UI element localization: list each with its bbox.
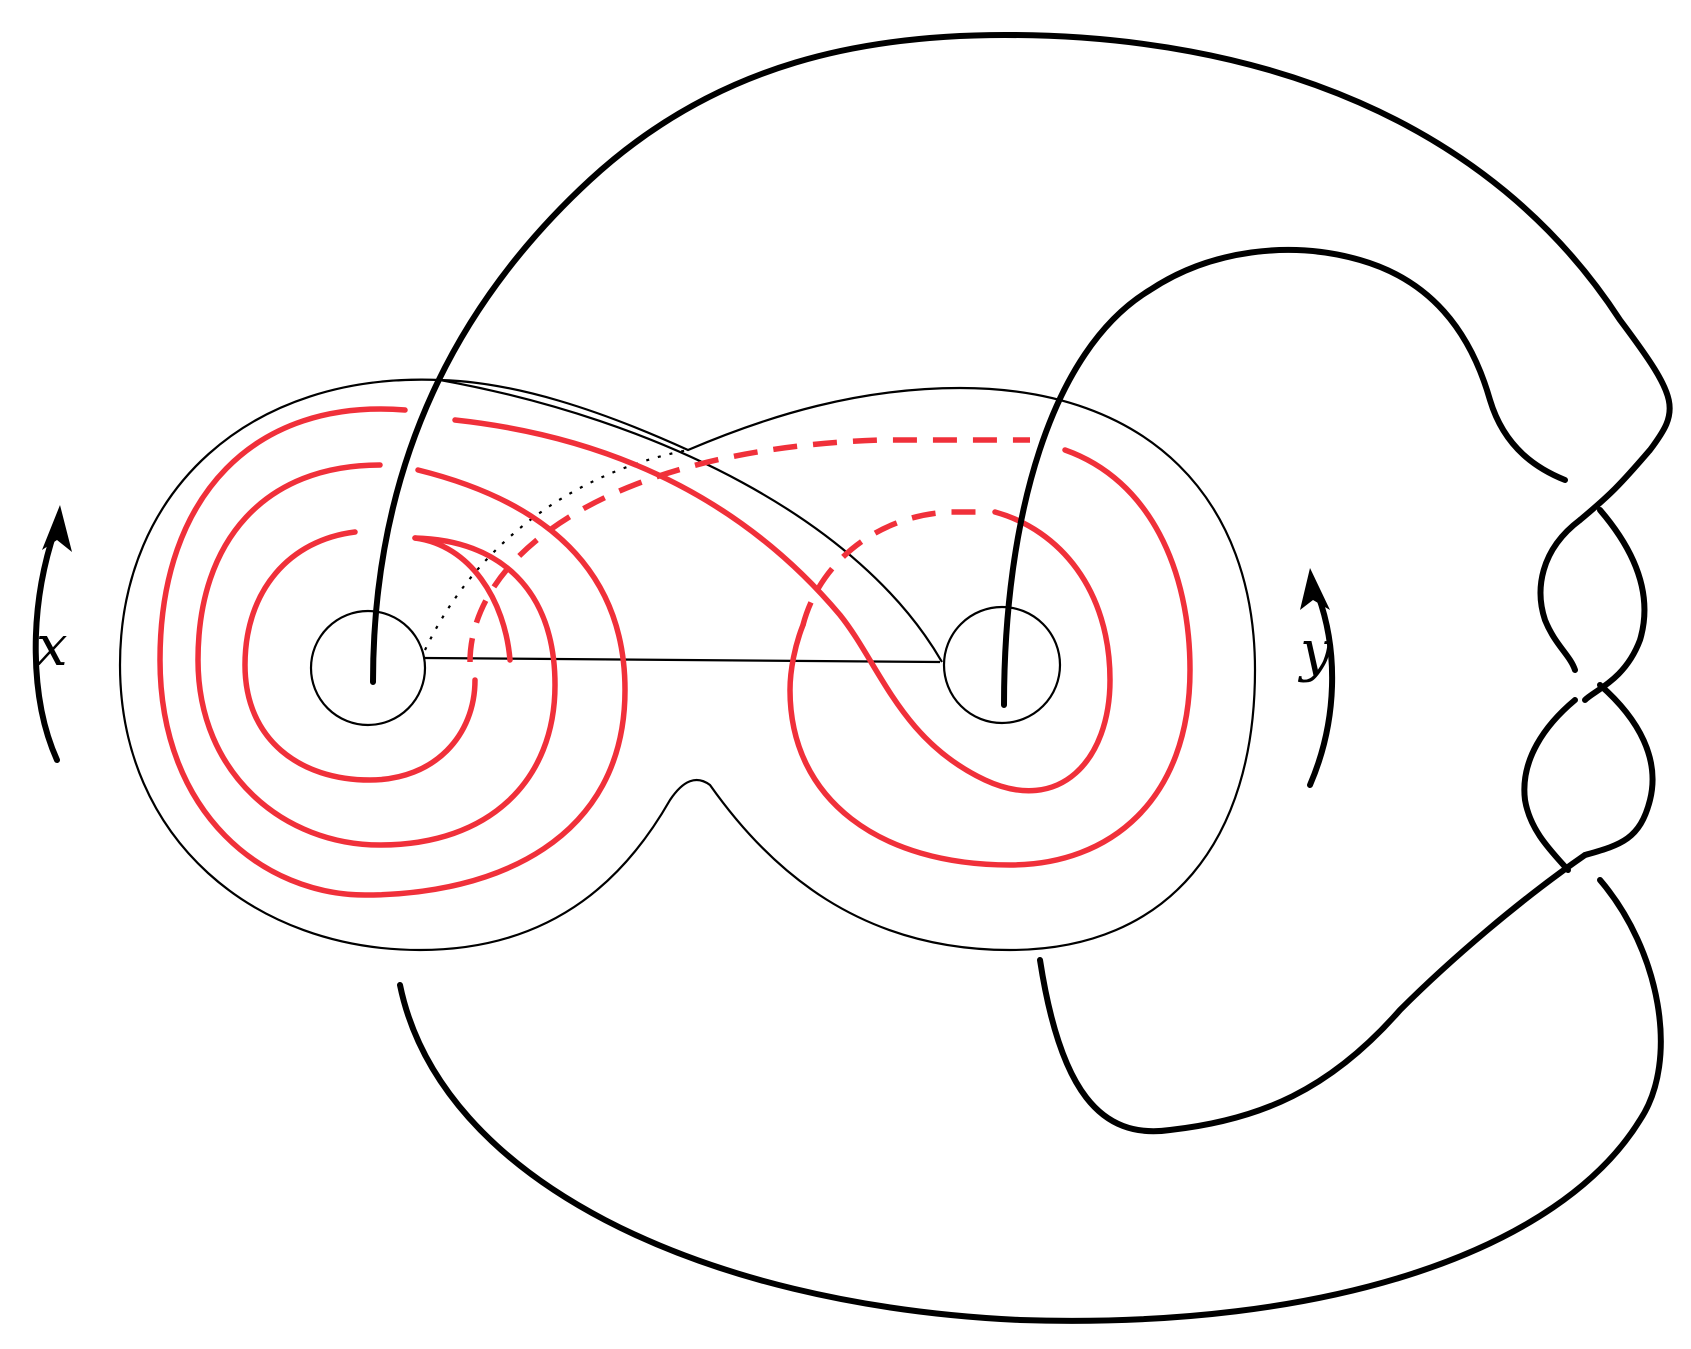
right-hole <box>942 605 1062 725</box>
strand-lower-diagonal <box>1037 852 1588 1135</box>
red-curves <box>157 406 1193 898</box>
knot-strands <box>370 31 1673 1324</box>
red-dashed-outer <box>467 437 1030 663</box>
arrow-x-group: x <box>32 505 72 763</box>
red-inner-loop <box>242 529 478 783</box>
label-y: y <box>1297 619 1333 684</box>
strand-twist-b <box>1582 507 1648 703</box>
red-outer-loop <box>157 406 628 898</box>
left-hole <box>309 609 427 727</box>
arrow-x-shaft <box>32 527 60 763</box>
bridge-line <box>424 656 941 664</box>
label-x: x <box>36 614 68 679</box>
arrow-y-group: y <box>1297 568 1336 788</box>
red-right-loop <box>787 447 1193 868</box>
arrow-up-icon <box>1300 568 1330 610</box>
strand-twist-a <box>1537 517 1583 673</box>
red-long-arc <box>452 417 1113 794</box>
dotted-arc <box>424 448 689 651</box>
arrow-y-shaft <box>1307 592 1336 788</box>
strand-bottom <box>397 877 1664 1324</box>
strand-inner-top <box>1001 247 1568 708</box>
red-inner-top <box>412 535 513 663</box>
strand-twist-c <box>1582 682 1656 858</box>
arrow-up-icon <box>42 505 72 552</box>
strand-twist-d <box>1521 697 1578 873</box>
red-middle-loop <box>195 462 558 848</box>
thin-arc <box>439 378 943 663</box>
surface-outline <box>118 378 1257 952</box>
strand-outer-top <box>370 31 1673 685</box>
